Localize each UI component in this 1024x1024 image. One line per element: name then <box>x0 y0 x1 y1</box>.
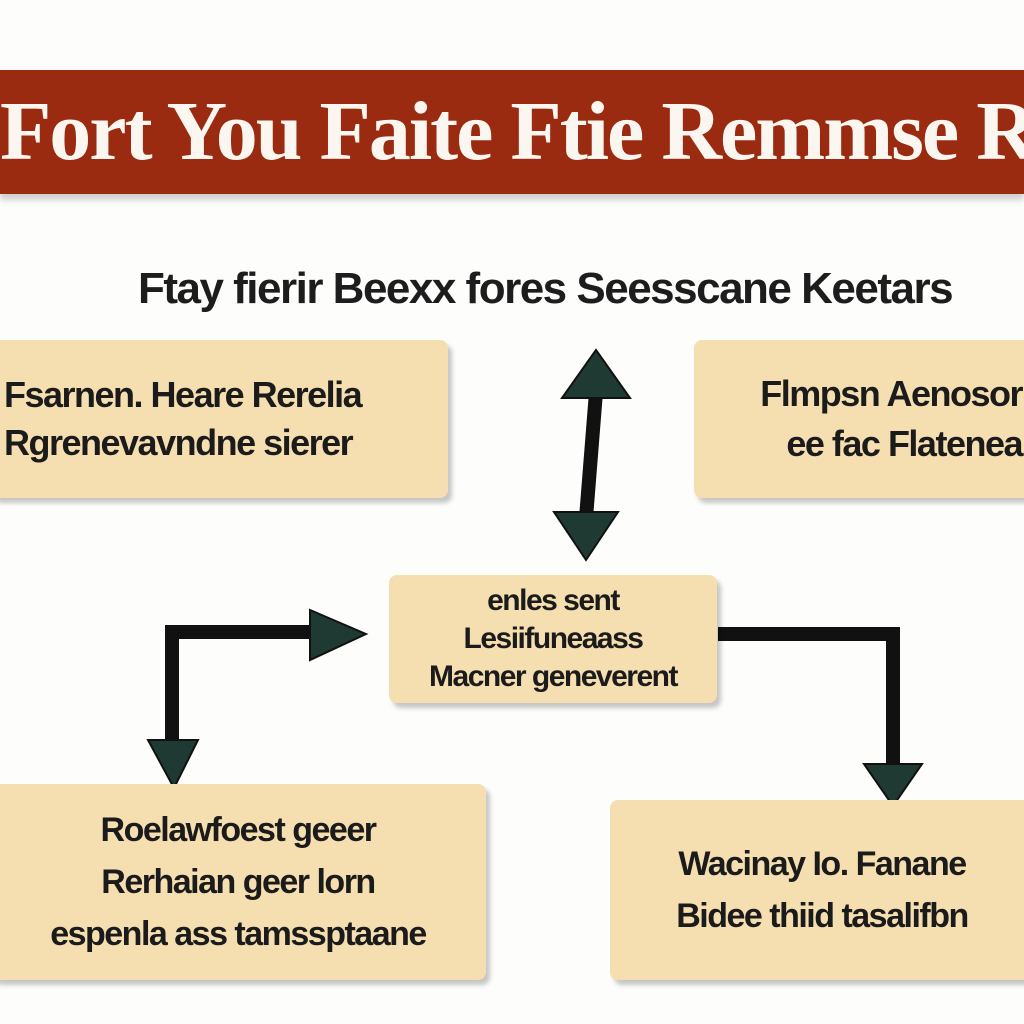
right-connector-line <box>718 627 900 768</box>
box-bottom-left-line-2: Rerhaian geer lorn <box>101 863 376 901</box>
box-bottom-right: Wacinay Io. Fanane Bidee thiid tasalifbn <box>610 800 1024 980</box>
box-top-right: Flmpsn Aenosor ee fac Flatenea <box>694 340 1024 498</box>
box-center: enles sent Lesiifuneaass Macner genevere… <box>389 575 717 703</box>
arrow-head-up <box>560 348 632 399</box>
box-top-left: Fsarnen. Heare Rerelia Rgrenevavndne sie… <box>0 340 448 498</box>
box-bottom-right-line-1: Wacinay Io. Fanane <box>678 845 967 883</box>
box-top-right-line-2: ee fac Flatenea <box>786 423 1023 464</box>
double-arrow-shaft <box>579 391 603 519</box>
diagram-title: Fort You Faite Ftie Remmse Rentir <box>0 85 1024 178</box>
box-bottom-left-line-1: Roelawfoest geeer <box>100 811 377 849</box>
double-headed-arrow <box>552 348 632 562</box>
arrow-head-down <box>552 511 620 562</box>
left-elbow-connector <box>146 608 369 791</box>
box-center-line-3: Macner geneverent <box>429 660 678 693</box>
box-bottom-left-line-3: espenla ass tamssptaane <box>50 915 427 953</box>
title-banner: Fort You Faite Ftie Remmse Rentir <box>0 70 1024 194</box>
box-center-line-2: Lesiifuneaass <box>463 622 644 655</box>
box-bottom-left: Roelawfoest geeer Rerhaian geer lorn esp… <box>0 784 486 980</box>
arrow-head-right <box>309 608 369 662</box>
box-top-right-line-1: Flmpsn Aenosor <box>760 373 1023 414</box>
right-elbow-connector <box>718 627 924 808</box>
left-connector-line <box>165 625 312 748</box>
arrow-head-down-left <box>146 739 200 791</box>
box-center-line-1: enles sent <box>487 584 620 617</box>
diagram-subtitle: Ftay fierir Beexx fores Seesscane Keetar… <box>137 264 954 313</box>
box-top-left-line-1: Fsarnen. Heare Rerelia <box>4 374 363 415</box>
box-bottom-right-line-2: Bidee thiid tasalifbn <box>676 897 969 935</box>
box-top-left-line-2: Rgrenevavndne sierer <box>4 422 354 463</box>
